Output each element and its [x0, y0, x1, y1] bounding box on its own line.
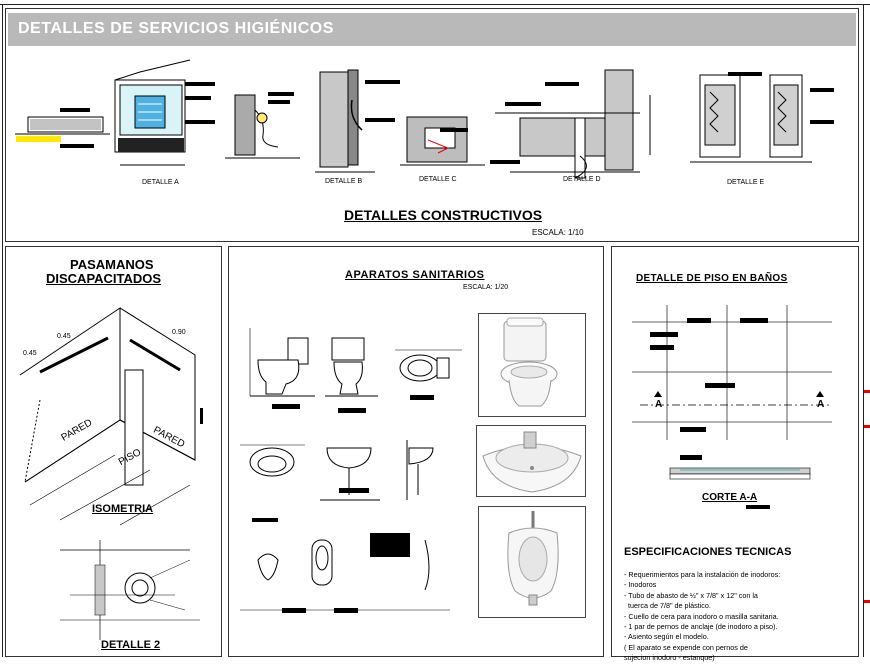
corte-aa-title: CORTE A-A	[702, 492, 758, 503]
construction-details-drawing	[15, 59, 834, 179]
sheet-border-top	[0, 4, 870, 5]
piso-title: DETALLE DE PISO EN BAÑOS	[636, 273, 788, 284]
detalle-a-label: DETALLE A	[142, 179, 179, 186]
lavatory-photo	[476, 425, 586, 497]
sheet-border-right	[863, 4, 864, 657]
detalles-constructivos-title: DETALLES CONSTRUCTIVOS	[344, 207, 543, 223]
detalle-c-drawing	[400, 116, 485, 166]
pasamanos-title-line1: PASAMANOS	[70, 257, 154, 272]
toilet-photo	[478, 313, 586, 417]
detalle-e-drawing	[649, 72, 834, 163]
specs-title: ESPECIFICACIONES TECNICAS	[624, 546, 792, 558]
pasamanos-panel	[5, 246, 222, 657]
detalle-b-label: DETALLE B	[325, 178, 363, 185]
banner-title: DETALLES DE SERVICIOS HIGIÉNICOS	[18, 20, 334, 37]
toilet-icon	[500, 317, 558, 407]
aparatos-scale: ESCALA: 1/20	[463, 284, 509, 291]
pasamanos-isometric-drawing	[19, 307, 203, 526]
specs-list: - Requerimientos para la instalación de …	[624, 570, 852, 664]
detalle-c-label: DETALLE C	[419, 176, 457, 183]
dim-label-045-a: 0.45	[57, 333, 71, 340]
title-banner: DETALLES DE SERVICIOS HIGIÉNICOS	[8, 13, 856, 46]
red-marker	[864, 600, 870, 603]
sink-icon	[482, 431, 582, 493]
detalles-constructivos-scale: ESCALA: 1/10	[532, 228, 584, 237]
spec-item: tuerca de 7/8" de plástico.	[624, 601, 711, 611]
spec-item: - Requerimientos para la instalación de …	[624, 570, 781, 579]
spec-item: - Inodoros	[624, 580, 657, 590]
spec-item: sujecion inodoro - estanque)	[624, 653, 715, 663]
detalle-a-drawing	[15, 59, 215, 166]
detalle-2-drawing	[60, 540, 200, 640]
spec-item: ( El aparato se expende con pernos de	[624, 642, 748, 652]
spec-item: - Cuello de cera para inodoro o masilla …	[624, 611, 779, 621]
spec-item: - Asiento según el modelo.	[624, 632, 709, 642]
detalle-2-title: DETALLE 2	[101, 639, 161, 651]
detalle-d-drawing	[490, 69, 640, 179]
pasamanos-title-line2: DISCAPACITADOS	[46, 271, 162, 286]
dim-label-045-b: 0.45	[23, 350, 37, 357]
isometria-title: ISOMETRIA	[92, 503, 154, 515]
spec-item: - 1 par de pernos de anclaje (de inodoro…	[624, 622, 778, 632]
aparatos-drawings	[240, 328, 462, 613]
sheet-border-left	[2, 4, 3, 657]
detalle-d-label: DETALLE D	[563, 176, 601, 183]
red-marker	[864, 425, 870, 428]
urinal-photo	[478, 506, 586, 618]
section-marker-right: A	[817, 399, 825, 410]
dim-label-090: 0.90	[172, 329, 186, 336]
detalle-b-drawing	[225, 69, 400, 173]
detalle-e-label: DETALLE E	[727, 179, 765, 186]
red-marker	[864, 390, 870, 393]
aparatos-title: APARATOS SANITARIOS	[345, 269, 485, 281]
section-marker-left: A	[655, 399, 663, 410]
urinal-icon	[507, 511, 559, 606]
spec-item: - Tubo de abasto de ½" x 7/8" x 12" con …	[624, 590, 758, 600]
